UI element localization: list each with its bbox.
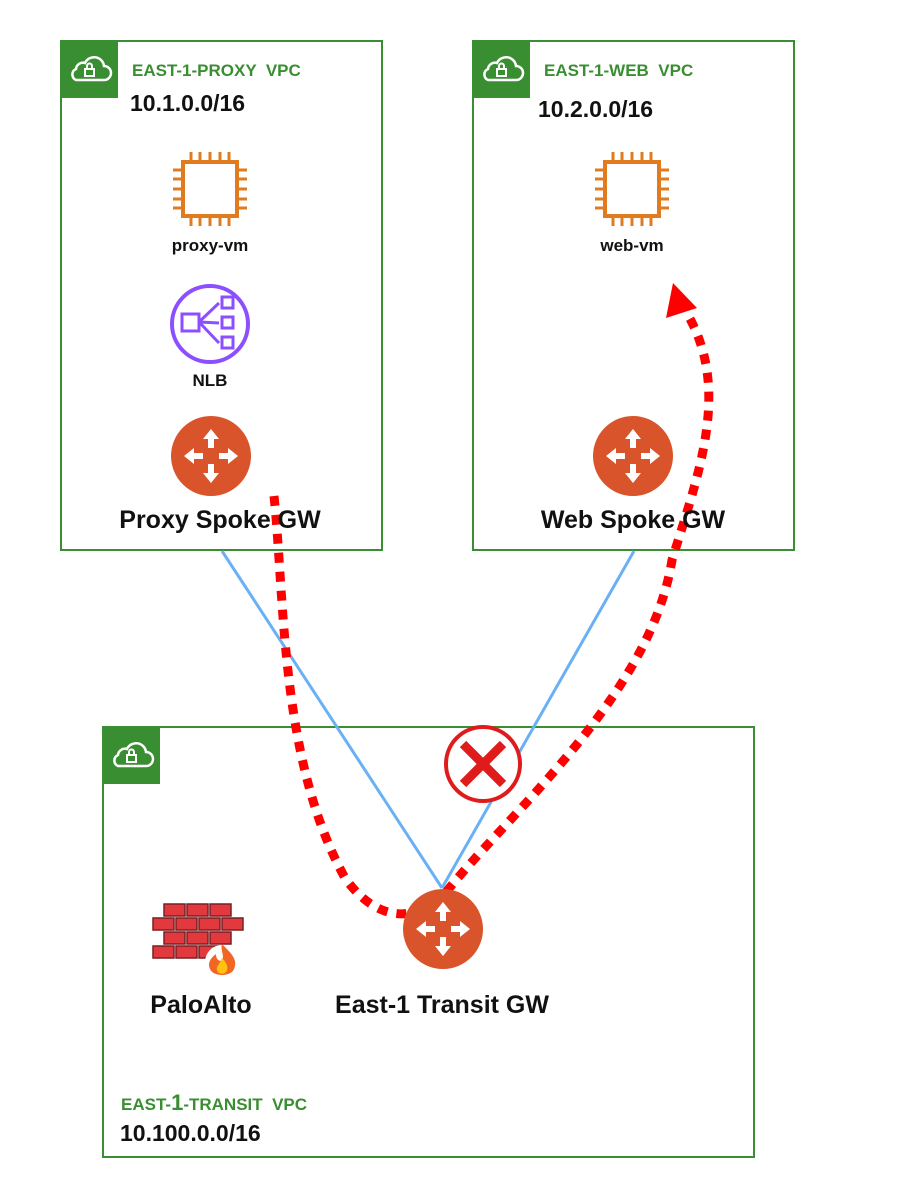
firewall-icon [152, 903, 244, 979]
cloud-lock-icon [60, 40, 118, 98]
vpc-web-title: EAST-1-WEB VPC [544, 61, 694, 80]
ec2-instance-icon [595, 152, 669, 226]
vpc-proxy-title: EAST-1-PROXY VPC [132, 61, 301, 80]
nlb-label: NLB [192, 371, 228, 390]
proxy-vm-label: proxy-vm [171, 236, 249, 255]
router-icon [593, 416, 673, 496]
transit-gw-label: East-1 Transit GW [335, 991, 549, 1019]
vpc-transit-title: EAST-1-TRANSIT VPC [121, 1090, 307, 1116]
vpc-proxy: EAST-1-PROXY VPC 10.1.0.0/16 [60, 40, 383, 551]
network-load-balancer-icon [170, 284, 250, 364]
router-icon [403, 889, 483, 969]
vpc-transit-title-digit: 1 [171, 1090, 184, 1115]
proxy-spoke-gw-label: Proxy Spoke GW [119, 506, 321, 534]
firewall-label: PaloAlto [150, 991, 252, 1019]
vpc-transit-title-prefix: EAST- [121, 1095, 172, 1114]
vpc-proxy-cidr: 10.1.0.0/16 [130, 90, 246, 116]
cloud-lock-icon [102, 726, 160, 784]
cloud-lock-icon [472, 40, 530, 98]
router-icon [171, 416, 251, 496]
vpc-web-cidr: 10.2.0.0/16 [538, 96, 654, 122]
ec2-instance-icon [173, 152, 247, 226]
web-vm-label: web-vm [600, 236, 664, 255]
vpc-transit-cidr: 10.100.0.0/16 [120, 1120, 261, 1146]
vpc-transit-title-suffix: -TRANSIT VPC [183, 1095, 308, 1114]
web-spoke-gw-label: Web Spoke GW [540, 506, 726, 534]
